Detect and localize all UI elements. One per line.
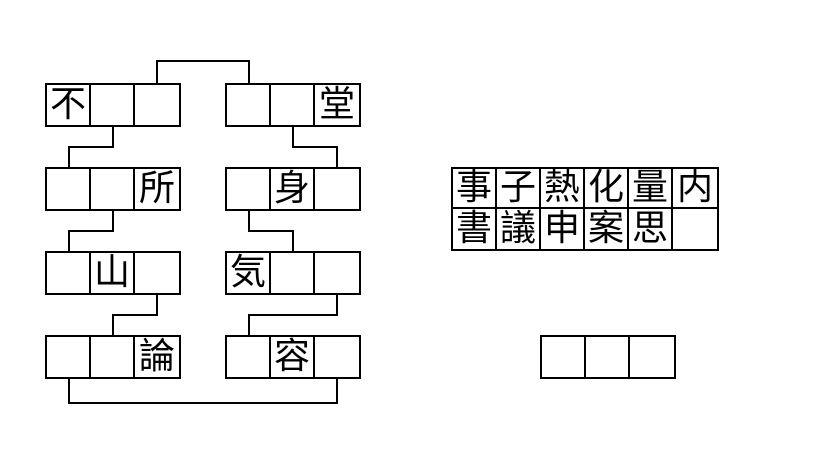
puzzle-cell-L3-2: 山: [91, 253, 135, 293]
puzzle-cell-L2-1[interactable]: [47, 169, 91, 209]
connector-line-4: [68, 211, 114, 251]
bank-cell-2-6: [673, 209, 717, 249]
connector-line-6: [112, 295, 158, 335]
puzzle-cell-L1-2[interactable]: [91, 85, 135, 125]
puzzle-cell-R3-3[interactable]: [315, 253, 359, 293]
puzzle-cell-R3-1: 気: [227, 253, 271, 293]
bank-cell-1-5: 量: [629, 169, 673, 209]
connector-line-7: [248, 295, 338, 335]
answer-cell-1[interactable]: [542, 337, 586, 377]
bank-cell-2-3: 申: [541, 209, 585, 249]
puzzle-cell-L4-3: 論: [138, 336, 175, 377]
puzzle-cell-L3-1[interactable]: [47, 253, 91, 293]
bank-cell-2-4: 案: [585, 209, 629, 249]
answer-word-box: [540, 335, 676, 379]
puzzle-cell-R4-2: 容: [271, 337, 315, 377]
bank-cell-1-4: 化: [585, 169, 629, 209]
puzzle-cell-L1-1: 不: [47, 85, 91, 125]
puzzle-cell-L4-2[interactable]: [91, 337, 135, 377]
puzzle-cell-R2-3[interactable]: [315, 169, 359, 209]
connector-line-1: [156, 60, 250, 83]
bank-row-2: 書議申案思: [453, 209, 717, 249]
bank-cell-2-2: 議: [497, 209, 541, 249]
bank-cell-2-1: 書: [453, 209, 497, 249]
bank-cell-1-2: 子: [497, 169, 541, 209]
puzzle-cell-R2-2: 身: [271, 169, 315, 209]
puzzle-cell-R4-1[interactable]: [227, 337, 271, 377]
puzzle-box-L1: 不: [45, 83, 181, 127]
puzzle-box-L4: 論: [45, 335, 181, 379]
puzzle-cell-L4-1[interactable]: [47, 337, 91, 377]
puzzle-cell-L2-3: 所: [138, 168, 175, 209]
puzzle-box-L3: 山: [45, 251, 181, 295]
puzzle-box-R2: 身: [225, 167, 361, 211]
puzzle-box-R3: 気: [225, 251, 361, 295]
bank-cell-2-5: 思: [629, 209, 673, 249]
kanji-bank-table: 事子熱化量内書議申案思: [451, 167, 719, 251]
puzzle-cell-R2-1[interactable]: [227, 169, 271, 209]
puzzle-cell-L2-2[interactable]: [91, 169, 135, 209]
connector-line-3: [292, 127, 338, 167]
puzzle-cell-R1-1[interactable]: [227, 85, 271, 125]
bank-cell-1-6: 内: [673, 169, 717, 209]
connector-line-8: [68, 379, 338, 404]
puzzle-box-R1: 堂: [225, 83, 361, 127]
puzzle-cell-R1-2[interactable]: [271, 85, 315, 125]
puzzle-cell-R1-3: 堂: [318, 84, 355, 125]
connector-line-5: [248, 211, 294, 251]
answer-cell-2[interactable]: [586, 337, 630, 377]
puzzle-box-L2: 所: [45, 167, 181, 211]
bank-cell-1-3: 熱: [541, 169, 585, 209]
puzzle-cell-L1-3[interactable]: [135, 85, 179, 125]
puzzle-cell-R3-2[interactable]: [271, 253, 315, 293]
puzzle-box-R4: 容: [225, 335, 361, 379]
bank-cell-1-1: 事: [453, 169, 497, 209]
connector-line-2: [68, 127, 114, 167]
puzzle-cell-R4-3[interactable]: [315, 337, 359, 377]
answer-cell-3[interactable]: [630, 337, 674, 377]
bank-row-1: 事子熱化量内: [453, 169, 717, 209]
puzzle-cell-L3-3[interactable]: [135, 253, 179, 293]
